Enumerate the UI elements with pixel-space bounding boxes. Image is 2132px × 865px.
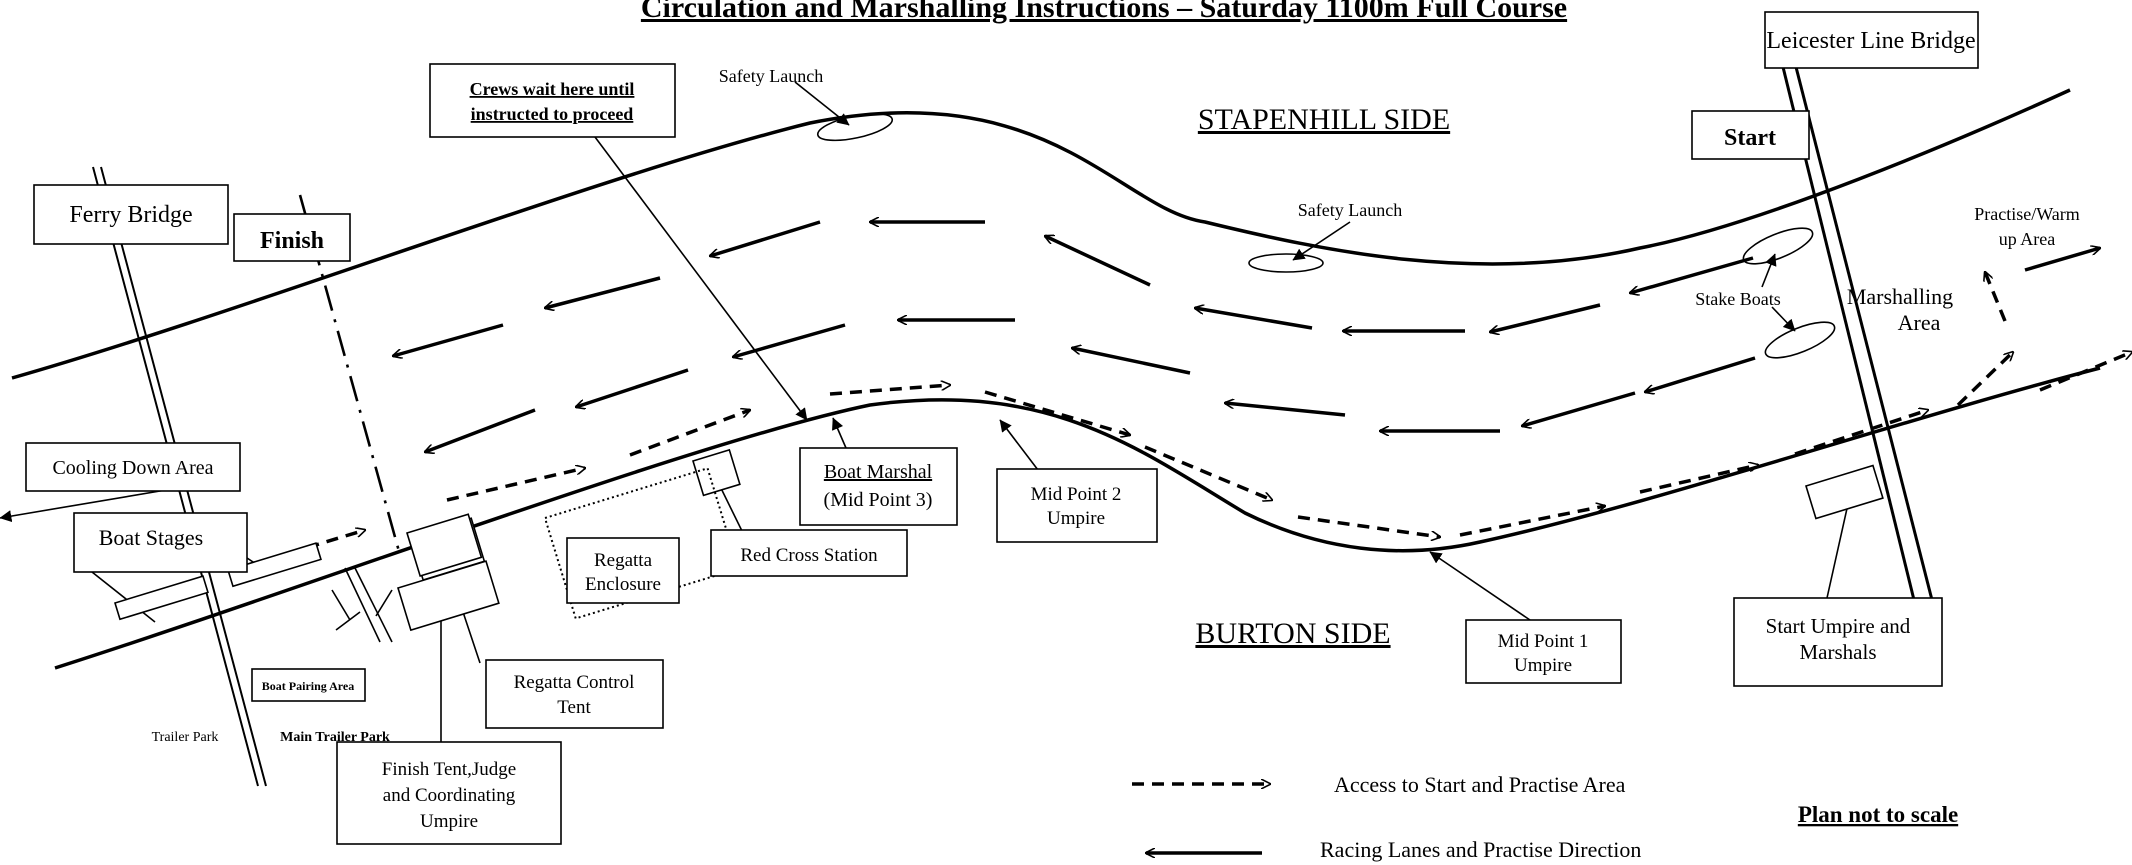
- practise-area-label-2: up Area: [1999, 229, 2055, 249]
- regatta-enclosure-text-1: Regatta: [594, 550, 653, 571]
- start-label-box: [1691, 110, 1810, 160]
- regatta-control-tent-text-1: Regatta Control: [514, 672, 635, 693]
- stapenhill-side-label: STAPENHILL SIDE: [1198, 103, 1450, 136]
- red-cross-box: [710, 529, 908, 577]
- start-label: Start: [1724, 125, 1776, 151]
- finish-tent-text-3: Umpire: [420, 811, 478, 832]
- crews-wait-text-1: Crews wait here until: [470, 79, 635, 99]
- footbridge-sketch: [331, 567, 393, 643]
- safety-launch-north: [816, 112, 894, 142]
- boat-pairing-box: [251, 668, 366, 702]
- finish-tent-text-1: Finish Tent,Judge: [382, 759, 517, 780]
- red-cross-label: Red Cross Station: [740, 545, 878, 566]
- safety-launch-label-2: Safety Launch: [1298, 200, 1402, 220]
- trailer-park-label: Trailer Park: [152, 730, 219, 745]
- stake-boat-2: [1764, 321, 1836, 359]
- mid-point-1-text-2: Umpire: [1514, 655, 1572, 676]
- boat-marshal-text-2: (Mid Point 3): [824, 489, 933, 511]
- regatta-control-tent-structure: [397, 560, 500, 632]
- page-title: Circulation and Marshalling Instructions…: [641, 0, 1567, 24]
- finish-tent-marker: [406, 513, 483, 578]
- boat-pairing-label: Boat Pairing Area: [262, 679, 354, 693]
- racing-lane-arrows: [393, 222, 2100, 452]
- regatta-control-tent-box: [485, 659, 664, 729]
- start-umpire-text-2: Marshals: [1800, 640, 1877, 664]
- burton-side-label: BURTON SIDE: [1195, 617, 1390, 650]
- boat-stage-pontoons: [114, 542, 322, 621]
- access-route-arrows: [249, 272, 2132, 567]
- ferry-bridge-label-box: [33, 184, 229, 245]
- boat-marshal-text-1: Boat Marshal: [824, 461, 933, 483]
- crews-wait-text-2: instructed to proceed: [471, 104, 634, 124]
- safety-launch-label-1: Safety Launch: [719, 66, 823, 86]
- stake-boat-1: [1742, 227, 1814, 265]
- legend: Access to Start and Practise Area Racing…: [1132, 772, 1641, 862]
- practise-area-label-1: Practise/Warm: [1974, 204, 2080, 224]
- safety-launch-mid: [1248, 253, 1324, 273]
- finish-tent-box: [336, 741, 562, 845]
- river-bank-south: [54, 366, 2101, 670]
- crews-wait-box: [429, 63, 676, 138]
- cooling-down-box: [25, 442, 241, 492]
- start-umpire-text-1: Start Umpire and: [1766, 614, 1911, 638]
- boat-stages-label: Boat Stages: [99, 525, 204, 550]
- regatta-enclosure-box: [566, 537, 680, 604]
- mid-point-1-text-1: Mid Point 1: [1498, 631, 1589, 652]
- plan-not-to-scale: Plan not to scale: [1798, 802, 1958, 827]
- river-bank-north: [11, 88, 2071, 380]
- regatta-control-tent-text-2: Tent: [557, 697, 591, 718]
- marshalling-area-label-1: Marshalling: [1847, 284, 1953, 309]
- finish-tent-text-2: and Coordinating: [383, 785, 516, 806]
- boat-marshal-box: [799, 447, 958, 526]
- mid-point-2-box: [996, 468, 1158, 543]
- legend-solid-label: Racing Lanes and Practise Direction: [1320, 837, 1641, 862]
- regatta-enclosure-text-2: Enclosure: [585, 574, 661, 595]
- mid-point-2-text-1: Mid Point 2: [1031, 484, 1122, 505]
- leicester-bridge-label: Leicester Line Bridge: [1766, 28, 1975, 54]
- mid-point-2-text-2: Umpire: [1047, 508, 1105, 529]
- finish-label: Finish: [260, 228, 324, 254]
- cooling-down-label: Cooling Down Area: [52, 457, 213, 479]
- finish-label-box: [233, 213, 351, 262]
- start-umpire-box: [1733, 597, 1943, 687]
- ferry-bridge-label: Ferry Bridge: [69, 202, 192, 228]
- start-umpire-structure: [1805, 464, 1884, 520]
- marshalling-area-label-2: Area: [1898, 310, 1941, 335]
- stake-boats-label: Stake Boats: [1695, 289, 1781, 309]
- boat-stages-box: [73, 512, 248, 573]
- mid-point-1-box: [1465, 619, 1622, 684]
- legend-dashed-label: Access to Start and Practise Area: [1334, 772, 1626, 797]
- leicester-bridge-label-box: [1764, 11, 1979, 69]
- red-cross-structure: [692, 448, 741, 497]
